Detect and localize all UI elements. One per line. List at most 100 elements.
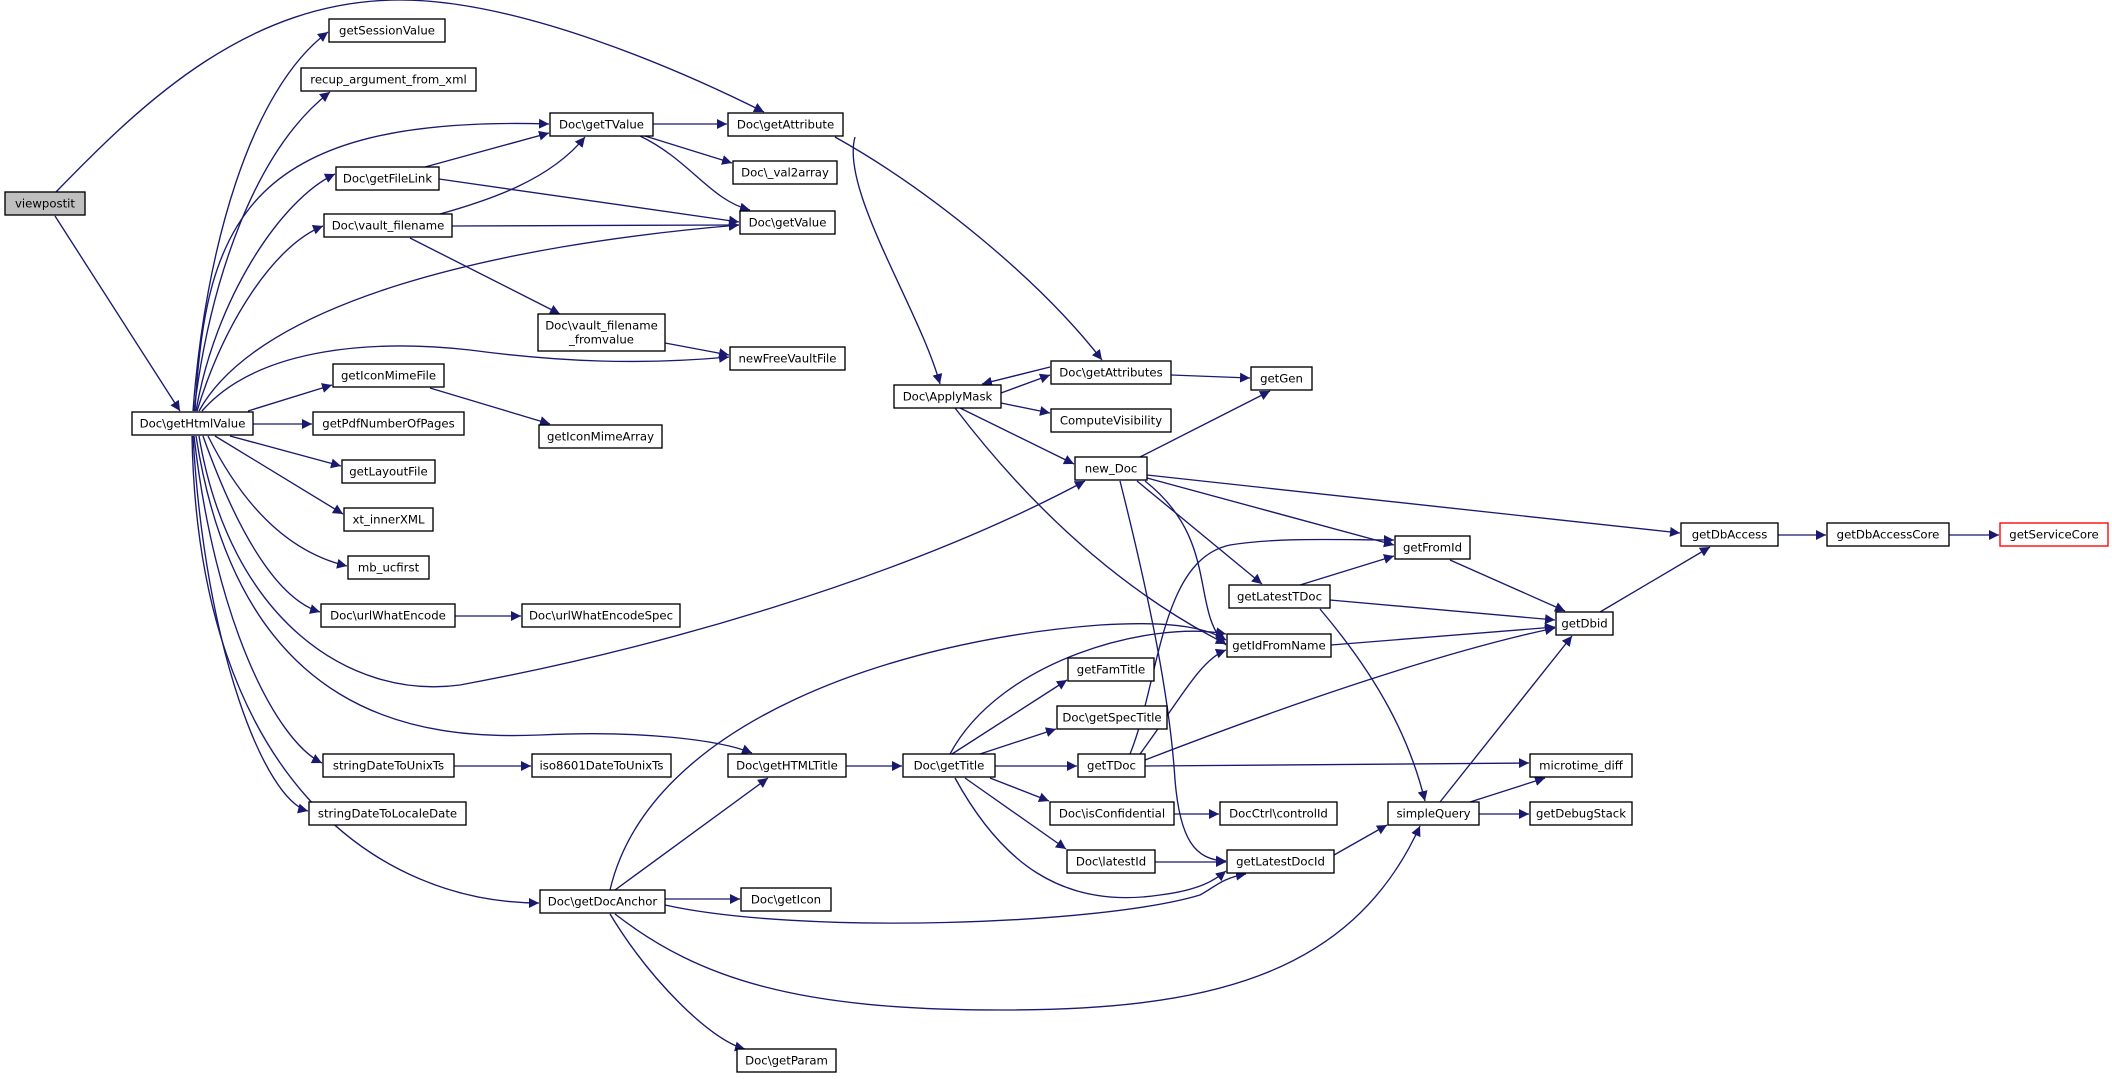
node-newDoc[interactable]: new_Doc (1074, 456, 1148, 481)
edge-getTValue-to-getValue (639, 135, 751, 213)
node-label: Doc\getHtmlValue (140, 417, 246, 431)
node-label-line: Doc\_val2array (741, 166, 829, 180)
edge-applyMask-to-getIdFromName (954, 407, 1227, 645)
node-getFromId[interactable]: getFromId (1394, 535, 1471, 560)
node-label-line: getPdfNumberOfPages (322, 417, 454, 431)
node-box (4, 191, 86, 216)
node-getSpecTitle[interactable]: Doc\getSpecTitle (1056, 705, 1168, 730)
node-getAttributes[interactable]: Doc\getAttributes (1050, 360, 1172, 385)
edge-getHtmlValue-to-getHTMLTitle (195, 435, 753, 754)
node-newFreeVaultFile[interactable]: newFreeVaultFile (729, 346, 846, 371)
edge-getDocAnchor-to-simpleQuery (614, 825, 1421, 1011)
node-label-line: Doc\ApplyMask (903, 390, 993, 404)
node-getLatestTDoc[interactable]: getLatestTDoc (1228, 584, 1331, 609)
node-label: xt_innerXML (352, 513, 424, 527)
node-getParam[interactable]: Doc\getParam (736, 1048, 837, 1073)
node-getDbAccess[interactable]: getDbAccess (1680, 522, 1779, 547)
node-label-line: getDebugStack (1536, 807, 1626, 821)
node-box (1680, 522, 1779, 547)
node-isConfidential[interactable]: Doc\isConfidential (1049, 801, 1175, 826)
node-getSessionValue[interactable]: getSessionValue (328, 18, 446, 43)
node-stringDateToUnixTs[interactable]: stringDateToUnixTs (322, 753, 455, 778)
node-getGen[interactable]: getGen (1250, 366, 1313, 391)
node-getDbAccessCore[interactable]: getDbAccessCore (1826, 522, 1950, 547)
node-label-line: mb_ucfirst (358, 561, 420, 575)
node-getFileLink[interactable]: Doc\getFileLink (335, 166, 440, 191)
edge-getHtmlValue-to-stringDateToLocaleDate (192, 435, 309, 814)
node-val2array[interactable]: Doc\_val2array (732, 160, 838, 185)
edge-applyMask-to-getAttributes (1000, 373, 1051, 394)
node-label: getDbAccessCore (1837, 528, 1940, 542)
node-getServiceCore[interactable]: getServiceCore (1999, 522, 2109, 547)
node-label-line: microtime_diff (1539, 759, 1624, 773)
node-box (521, 603, 681, 628)
node-iso8601[interactable]: iso8601DateToUnixTs (531, 753, 672, 778)
node-label-line: getFamTitle (1077, 663, 1145, 677)
node-getFamTitle[interactable]: getFamTitle (1067, 657, 1155, 682)
node-latestId[interactable]: Doc\latestId (1066, 849, 1156, 874)
node-getDbid[interactable]: getDbid (1555, 611, 1614, 636)
node-applyMask[interactable]: Doc\ApplyMask (893, 384, 1002, 409)
node-box (549, 112, 654, 137)
node-getIconMimeArray[interactable]: getIconMimeArray (538, 424, 663, 449)
node-label: getDbAccess (1692, 528, 1768, 542)
node-getHTMLTitle[interactable]: Doc\getHTMLTitle (727, 753, 847, 778)
edge-viewpostit-to-getHtmlValue (54, 215, 181, 412)
node-label: Doc\getIcon (751, 893, 821, 907)
edge-simpleQuery-to-microtimeDiff (1469, 776, 1546, 803)
node-label: getIdFromName (1232, 639, 1326, 653)
edge-getDocAnchor-to-getHTMLTitle (614, 777, 769, 891)
node-mbUcfirst[interactable]: mb_ucfirst (347, 555, 430, 580)
node-getHtmlValue[interactable]: Doc\getHtmlValue (131, 411, 254, 436)
node-simpleQuery[interactable]: simpleQuery (1387, 801, 1480, 826)
node-label: new_Doc (1085, 462, 1138, 476)
node-getLatestDocId[interactable]: getLatestDocId (1226, 849, 1335, 874)
node-getLayoutFile[interactable]: getLayoutFile (341, 459, 436, 484)
node-getValue[interactable]: Doc\getValue (739, 210, 836, 235)
node-urlWhatEncode[interactable]: Doc\urlWhatEncode (320, 603, 456, 628)
node-getIdFromName[interactable]: getIdFromName (1226, 633, 1332, 658)
node-recup[interactable]: recup_argument_from_xml (300, 67, 477, 92)
node-label-line: ComputeVisibility (1060, 414, 1162, 428)
node-computeVisibility[interactable]: ComputeVisibility (1050, 408, 1172, 433)
node-viewpostit[interactable]: viewpostit (4, 191, 86, 216)
node-vaultFilename[interactable]: Doc\vault_filename (323, 213, 453, 238)
node-getTValue[interactable]: Doc\getTValue (549, 112, 654, 137)
node-label: Doc\vault_filename_fromvalue (545, 319, 658, 347)
node-label-line: Doc\getParam (745, 1054, 828, 1068)
node-box (531, 753, 672, 778)
edge-vaultFilename-to-vaultFromvalue (409, 237, 561, 315)
node-label-line: recup_argument_from_xml (310, 73, 466, 87)
edge-getIdFromName-to-getDbid (1330, 622, 1556, 646)
node-stringDateToLocaleDate[interactable]: stringDateToLocaleDate (308, 801, 467, 826)
node-getTDoc[interactable]: getTDoc (1077, 753, 1146, 778)
node-vaultFromvalue[interactable]: Doc\vault_filename_fromvalue (537, 313, 666, 352)
node-getDebugStack[interactable]: getDebugStack (1529, 801, 1633, 826)
node-label-line: Doc\getDocAnchor (548, 895, 658, 909)
node-box (1228, 584, 1331, 609)
node-label: getTDoc (1087, 759, 1136, 773)
node-label-line: Doc\getValue (749, 216, 827, 230)
node-getTitle[interactable]: Doc\getTitle (902, 753, 996, 778)
edge-getTitle-to-getSpecTitle (979, 727, 1057, 755)
node-label-line: getSessionValue (339, 24, 435, 38)
node-urlWhatEncodeSpec[interactable]: Doc\urlWhatEncodeSpec (521, 603, 681, 628)
node-box (335, 166, 440, 191)
edge-getTitle-to-isConfidential (989, 777, 1050, 803)
node-getDocAnchor[interactable]: Doc\getDocAnchor (539, 889, 666, 914)
node-microtimeDiff[interactable]: microtime_diff (1529, 753, 1633, 778)
node-label: getSessionValue (339, 24, 435, 38)
node-getIconMimeFile[interactable]: getIconMimeFile (332, 363, 445, 388)
node-label-line: Doc\getHtmlValue (140, 417, 246, 431)
node-getIcon[interactable]: Doc\getIcon (740, 887, 832, 912)
node-label-line: Doc\urlWhatEncodeSpec (529, 609, 673, 623)
node-label: simpleQuery (1396, 807, 1470, 821)
edge-newDoc-to-getDbAccess (1146, 474, 1681, 537)
node-xtInnerXML[interactable]: xt_innerXML (343, 507, 434, 532)
node-label-line: xt_innerXML (352, 513, 424, 527)
node-box (739, 210, 836, 235)
node-getPdfNumberOfPages[interactable]: getPdfNumberOfPages (312, 411, 465, 436)
node-label: viewpostit (15, 197, 75, 211)
node-getAttribute[interactable]: Doc\getAttribute (727, 112, 844, 137)
node-controlId[interactable]: DocCtrl\controlId (1219, 801, 1338, 826)
